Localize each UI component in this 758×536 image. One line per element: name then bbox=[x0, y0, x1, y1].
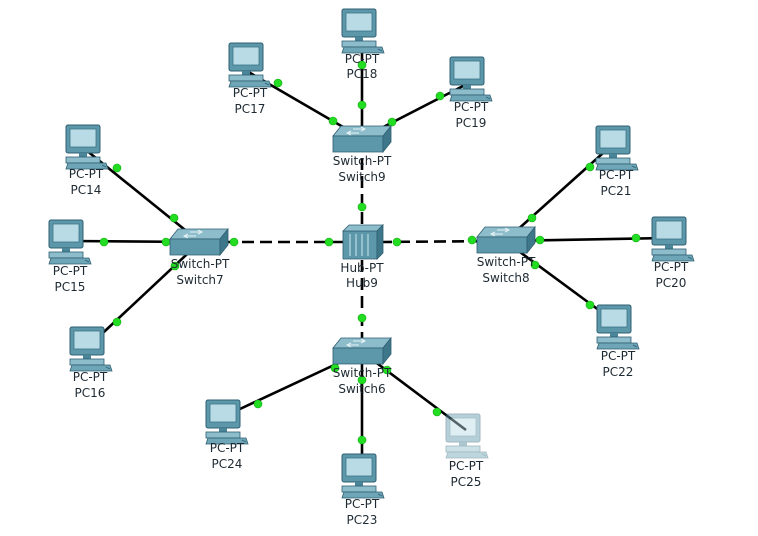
pc18-device[interactable]: PC-PT PC18 bbox=[341, 8, 385, 81]
pc21-type-label: PC-PT bbox=[599, 168, 634, 182]
pc22-type-label: PC-PT bbox=[601, 349, 636, 363]
pc-icon bbox=[651, 216, 695, 262]
switch-icon bbox=[332, 337, 392, 365]
port-light bbox=[324, 237, 334, 247]
pc14-type-label: PC-PT bbox=[69, 167, 104, 181]
pc-icon bbox=[449, 56, 493, 102]
hub9-name-label: Hub9 bbox=[346, 276, 378, 290]
hub9-type-label: Hub-PT bbox=[340, 261, 384, 275]
pc18-name-label: PC18 bbox=[347, 67, 378, 81]
port-light bbox=[357, 202, 367, 212]
pc16-name-label: PC16 bbox=[75, 386, 106, 400]
switch-icon bbox=[169, 228, 229, 256]
pc15-device[interactable]: PC-PT PC15 bbox=[48, 219, 92, 294]
pc20-device[interactable]: PC-PT PC20 bbox=[651, 216, 695, 290]
switch-icon bbox=[332, 125, 392, 153]
port-light bbox=[169, 213, 179, 223]
port-light bbox=[112, 163, 122, 173]
pc18-type-label: PC-PT bbox=[345, 52, 380, 66]
port-light bbox=[357, 375, 367, 385]
port-light bbox=[357, 60, 367, 70]
pc20-name-label: PC20 bbox=[656, 276, 687, 290]
pc16-type-label: PC-PT bbox=[73, 370, 108, 384]
port-light bbox=[357, 313, 367, 323]
switch8-type-label: Switch-PT bbox=[477, 255, 536, 269]
port-light bbox=[112, 317, 122, 327]
switch6-device[interactable]: Switch-PT Switch6 bbox=[332, 337, 392, 396]
pc25-device[interactable]: PC-PT PC25 bbox=[446, 414, 488, 489]
switch9-type-label: Switch-PT bbox=[333, 154, 392, 168]
switch6-type-label: Switch-PT bbox=[333, 366, 392, 380]
pc24-device[interactable]: PC-PT PC24 bbox=[205, 399, 249, 471]
port-light bbox=[99, 237, 109, 247]
pc23-name-label: PC23 bbox=[347, 513, 378, 527]
pc15-name-label: PC15 bbox=[55, 280, 86, 294]
port-light bbox=[585, 300, 595, 310]
pc21-device[interactable]: PC-PT PC21 bbox=[595, 125, 639, 198]
port-light bbox=[467, 235, 477, 245]
switch6-name-label: Switch6 bbox=[338, 382, 385, 396]
port-light bbox=[631, 233, 641, 243]
pc24-name-label: PC24 bbox=[212, 457, 243, 471]
pc22-device[interactable]: PC-PT PC22 bbox=[596, 304, 640, 379]
port-light bbox=[161, 237, 171, 247]
hub9-device[interactable]: Hub-PT Hub9 bbox=[340, 224, 384, 290]
pc25-name-label: PC25 bbox=[451, 475, 482, 489]
port-light bbox=[392, 237, 402, 247]
pc19-device[interactable]: PC-PT PC19 bbox=[449, 56, 493, 130]
pc20-type-label: PC-PT bbox=[654, 260, 689, 274]
pc24-type-label: PC-PT bbox=[210, 441, 245, 455]
pc16-device[interactable]: PC-PT PC16 bbox=[69, 326, 113, 400]
pc23-type-label: PC-PT bbox=[345, 497, 380, 511]
switch8-device[interactable]: Switch-PT Switch8 bbox=[476, 226, 536, 285]
pc22-name-label: PC22 bbox=[603, 365, 634, 379]
pc-icon bbox=[341, 453, 385, 499]
link-switch7-pc16[interactable] bbox=[89, 241, 201, 346]
switch7-name-label: Switch7 bbox=[176, 273, 223, 287]
port-light bbox=[253, 399, 263, 409]
switch7-type-label: Switch-PT bbox=[171, 257, 230, 271]
port-light bbox=[229, 237, 239, 247]
pc23-device[interactable]: PC-PT PC23 bbox=[341, 453, 385, 527]
switch7-device[interactable]: Switch-PT Switch7 bbox=[169, 228, 230, 287]
pc14-device[interactable]: PC-PT PC14 bbox=[65, 124, 109, 197]
port-light bbox=[357, 435, 367, 445]
pc15-type-label: PC-PT bbox=[53, 264, 88, 278]
pc-icon bbox=[446, 414, 488, 458]
switch9-device[interactable]: Switch-PT Switch9 bbox=[332, 125, 392, 184]
link-switch8-pc21[interactable] bbox=[504, 144, 613, 242]
switch8-name-label: Switch8 bbox=[482, 271, 529, 285]
pc-icon bbox=[205, 399, 249, 445]
pc21-name-label: PC21 bbox=[601, 184, 632, 198]
hub-icon bbox=[342, 224, 384, 260]
pc17-name-label: PC17 bbox=[235, 102, 266, 116]
pc-icon bbox=[596, 304, 640, 350]
switch-icon bbox=[476, 226, 536, 254]
pc-icon bbox=[595, 125, 639, 171]
pc19-type-label: PC-PT bbox=[454, 100, 489, 114]
port-light bbox=[328, 116, 338, 126]
pc25-type-label: PC-PT bbox=[449, 459, 484, 473]
switch9-name-label: Switch9 bbox=[338, 170, 385, 184]
port-light bbox=[357, 100, 367, 110]
port-light bbox=[432, 407, 442, 417]
pc19-name-label: PC19 bbox=[456, 116, 487, 130]
pc-icon bbox=[69, 326, 113, 372]
port-light bbox=[435, 91, 445, 101]
port-light bbox=[535, 235, 545, 245]
pc17-device[interactable]: PC-PT PC17 bbox=[228, 42, 272, 116]
port-light bbox=[382, 365, 392, 375]
pc-icon bbox=[341, 8, 385, 54]
port-light bbox=[387, 117, 397, 127]
port-light bbox=[273, 78, 283, 88]
pc14-name-label: PC14 bbox=[71, 183, 102, 197]
port-light bbox=[170, 261, 180, 271]
pc17-type-label: PC-PT bbox=[233, 86, 268, 100]
port-light bbox=[530, 260, 540, 270]
port-lights-layer bbox=[99, 60, 641, 445]
port-light bbox=[585, 162, 595, 172]
port-light bbox=[527, 213, 537, 223]
